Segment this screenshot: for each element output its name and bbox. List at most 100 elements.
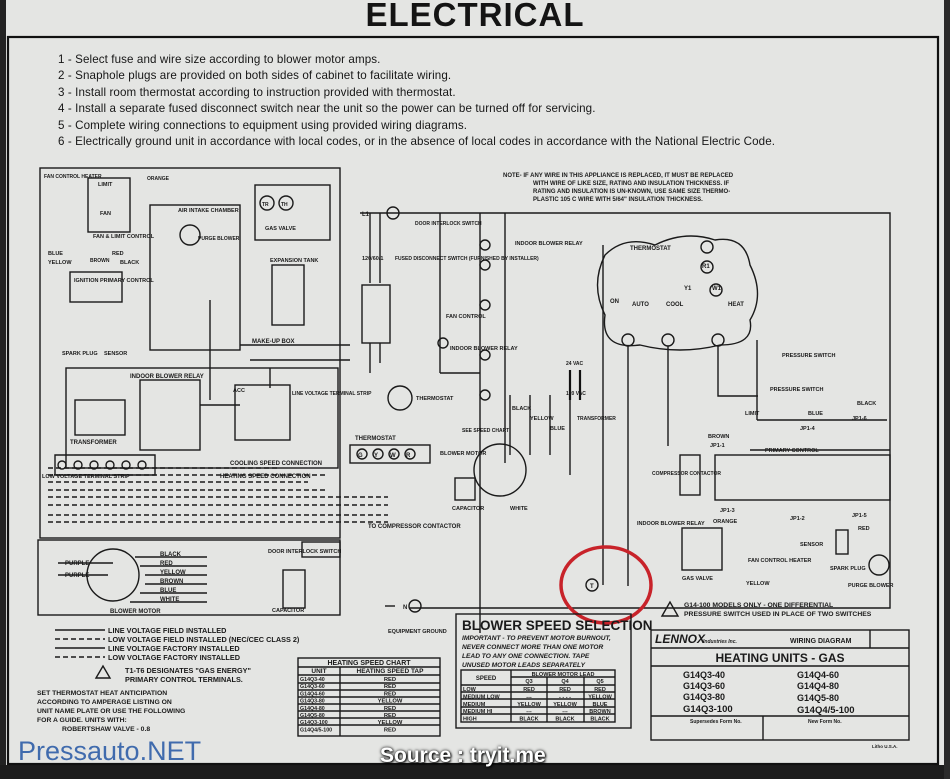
table-cell-speed-tap: RED (384, 677, 396, 683)
label-l1: L1 (362, 212, 370, 218)
motor-lead-label: WHITE (160, 597, 179, 603)
label-line-voltage-strip: LINE VOLTAGE TERMINAL STRIP (292, 391, 372, 397)
label-yellow: YELLOW (746, 581, 770, 587)
label-transformer2: TRANSFORMER (577, 416, 616, 422)
table-cell-unit: G14Q4-60 (300, 691, 325, 697)
lennox-logo: LENNOX (655, 632, 706, 646)
table-cell-speed: LOW (463, 687, 477, 693)
label-acc: ACC (233, 388, 245, 394)
table-cell-speed-tap: RED (384, 706, 396, 712)
label-thermostat: THERMOSTAT (355, 436, 396, 442)
table-cell-unit: G14Q4/5-100 (300, 727, 332, 733)
label-red: RED (112, 251, 124, 257)
model-number: G14Q4-80 (797, 681, 839, 691)
label-cool: COOL (666, 302, 684, 308)
table-cell-lead: RED (523, 687, 535, 693)
line-legend: LINE VOLTAGE FIELD INSTALLED LOW VOLTAGE… (37, 626, 300, 733)
label-spark-plug2: SPARK PLUG (830, 566, 866, 572)
label-n: N (403, 605, 407, 611)
thermostat-section (596, 235, 891, 586)
motor-lead-label: YELLOW (160, 570, 186, 576)
label-pressure-switch: PRESSURE SWITCH (782, 353, 836, 359)
doc-type: WIRING DIAGRAM (790, 638, 852, 645)
model-number: G14Q3-40 (683, 670, 725, 680)
title-block-heading: HEATING UNITS - GAS (715, 651, 844, 665)
supersedes-label: Supersedes Form No. (690, 719, 742, 725)
label-w1: W1 (712, 286, 722, 292)
label-transformer: TRANSFORMER (70, 440, 117, 446)
label-fan: FAN (100, 211, 111, 217)
table-cell-lead: RED (559, 687, 571, 693)
table-cell-lead: RED (594, 687, 606, 693)
page-title: ELECTRICAL (365, 0, 585, 33)
label-tr: TR (262, 202, 269, 208)
label-jp1-6: JP1-6 (852, 416, 867, 422)
scan-edge-right (944, 0, 950, 779)
label-compressor-contactor: COMPRESSOR CONTACTOR (652, 471, 721, 477)
label-vac24: 24 VAC (566, 361, 584, 367)
label-orange: ORANGE (713, 519, 737, 525)
instruction-item: 5 - Complete wiring connections to equip… (58, 118, 468, 132)
label-r1: R1 (702, 264, 710, 270)
table-cell-lead: --- (526, 709, 532, 715)
label-jp1-4: JP1-4 (800, 426, 816, 432)
label-limit2: LIMIT (745, 411, 760, 417)
label-limit: LIMIT (98, 182, 113, 188)
label-door-interlock: DOOR INTERLOCK SWITCH (415, 221, 482, 227)
heating-speed-chart-title: HEATING SPEED CHART (327, 660, 411, 667)
motor-lead-label: BLACK (160, 552, 182, 558)
label-indoor-blower-relay: INDOOR BLOWER RELAY (515, 241, 583, 247)
table-cell-speed: MEDIUM LOW (463, 694, 500, 700)
label-gas-valve: GAS VALVE (265, 226, 296, 232)
table-cell-lead: BLACK (519, 717, 538, 723)
label-capacitor2: CAPACITOR (272, 608, 304, 614)
label-auto: AUTO (632, 302, 649, 308)
label-equipment-ground: EQUIPMENT GROUND (388, 629, 447, 635)
column-group-header: BLOWER MOTOR LEAD (532, 672, 595, 678)
table-cell-speed-tap: RED (384, 727, 396, 733)
brand-subtitle: Industries Inc. (703, 639, 737, 645)
motor-lead-label: BLUE (160, 588, 176, 594)
anticipation-note-line: UNIT NAME PLATE OR USE THE FOLLOWING (37, 708, 185, 715)
model-number: G14Q3-80 (683, 692, 725, 702)
label-see-speed-chart: SEE SPEED CHART (462, 428, 509, 434)
table-cell-unit: G14Q3-60 (300, 684, 325, 690)
label-blue: BLUE (48, 251, 63, 257)
blower-motor-section (37, 539, 341, 616)
column-header: Q4 (561, 679, 569, 685)
table-cell-unit: G14Q5-80 (300, 713, 325, 719)
legend-item: LINE VOLTAGE FIELD INSTALLED (108, 626, 226, 635)
warning-line: NEVER CONNECT MORE THAN ONE MOTOR (462, 644, 604, 651)
label-low-voltage-strip: LOW VOLTAGE TERMINAL STRIP (42, 474, 130, 480)
label-air-intake: AIR INTAKE CHAMBER (178, 208, 239, 214)
outer-border (6, 35, 940, 766)
label-heating-speed: HEATING SPEED CONNECTION (220, 474, 311, 480)
t1-t6-note: PRIMARY CONTROL TERMINALS. (125, 675, 243, 684)
label-purge-blower: PURGE BLOWER (198, 236, 240, 242)
label-cooling-speed: COOLING SPEED CONNECTION (230, 461, 322, 467)
table-cell-lead: - - - - (559, 694, 571, 700)
furnace-cabinet-section (39, 167, 388, 539)
label-pressure-switch: PRESSURE SWITCH (770, 387, 824, 393)
anticipation-note-line: ROBERTSHAW VALVE - 0.8 (62, 726, 150, 733)
label-thermostat: THERMOSTAT (630, 246, 671, 252)
label-y: Y (374, 453, 378, 459)
table-cell-speed-tap: RED (384, 684, 396, 690)
scan-edge-left (0, 0, 6, 779)
label-fan-control: FAN CONTROL (446, 314, 486, 320)
label-ignition: IGNITION PRIMARY CONTROL (74, 278, 154, 284)
label-jp1-3: JP1-3 (720, 508, 735, 514)
label-gas-valve: GAS VALVE (682, 576, 713, 582)
label-orange: ORANGE (147, 176, 170, 182)
label-expansion-tank: EXPANSION TANK (270, 258, 318, 264)
label-purple: PURPLE (65, 573, 89, 579)
anticipation-note-line: FOR A GUIDE. UNITS WITH: (37, 717, 127, 724)
wire-replacement-note: NOTE- IF ANY WIRE IN THIS APPLIANCE IS R… (503, 173, 734, 203)
column-header: SPEED (476, 676, 497, 682)
label-fan-control-heater2: FAN CONTROL HEATER (748, 558, 811, 564)
table-cell-speed-tap: YELLOW (378, 720, 403, 726)
column-header: Q3 (525, 679, 532, 685)
label-on: ON (610, 299, 619, 305)
instruction-item: 4 - Install a separate fused disconnect … (58, 102, 596, 116)
table-cell-lead: YELLOW (588, 694, 612, 700)
